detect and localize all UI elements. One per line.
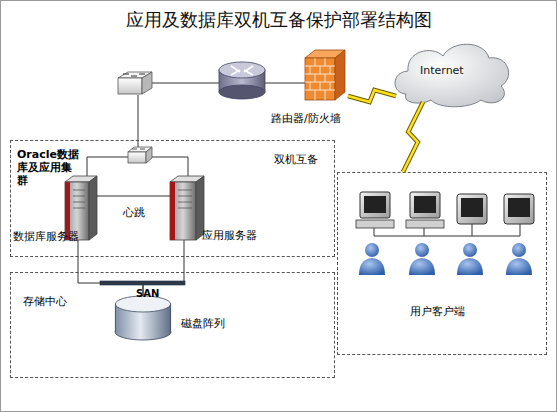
connector [143,240,184,296]
lightning-outline [348,90,396,102]
internet-cloud: Internet [388,36,513,106]
node-text: 用户客户端 [410,305,490,318]
server-tower [170,176,204,240]
node-text: 路由器/防火墙 [271,112,361,125]
node-text: 磁盘阵列 [181,317,241,330]
node-text: Internet [420,64,490,77]
network-switch [128,147,152,163]
node-text: 双机互备 [274,153,334,166]
disk-array: 磁盘阵列 [115,296,171,340]
connector-line [97,196,170,197]
firewall-wall [305,50,345,100]
bus-label: SAN [136,287,159,300]
storage-group: 存储中心磁盘阵列 [10,272,335,378]
client-computers [356,192,534,236]
application-server: 应用服务器 [170,176,204,240]
network-wires [87,83,305,176]
san-bus [100,281,185,285]
node-text: 应用服务器 [202,229,282,242]
connector [348,90,396,102]
node-text: 存储中心 [23,295,93,308]
firewall: 路由器/防火墙 [305,50,345,100]
lightning-outline [403,102,423,172]
lightning-bolt [403,102,423,172]
edge-label: 心跳 [104,206,164,219]
lightning-bolt [348,90,396,102]
connector-line [143,240,184,296]
network-switch [118,72,152,94]
connector [97,196,170,197]
connector [78,240,143,296]
database-server: 数据库服务器 [65,176,97,240]
disk-cylinder [115,296,171,340]
diagram-title: 应用及数据库双机互备保护部署结构图 [0,9,557,31]
user-figures [359,243,532,275]
connector-line [78,240,143,296]
connector [403,102,423,172]
router-icon [219,62,265,99]
node-text: 数据库服务器 [13,230,103,243]
cluster-group: Oracle数据库及应用集群双机互备数据库服务器应用服务器 [10,140,335,257]
client-group: 用户客户端 [337,172,547,355]
